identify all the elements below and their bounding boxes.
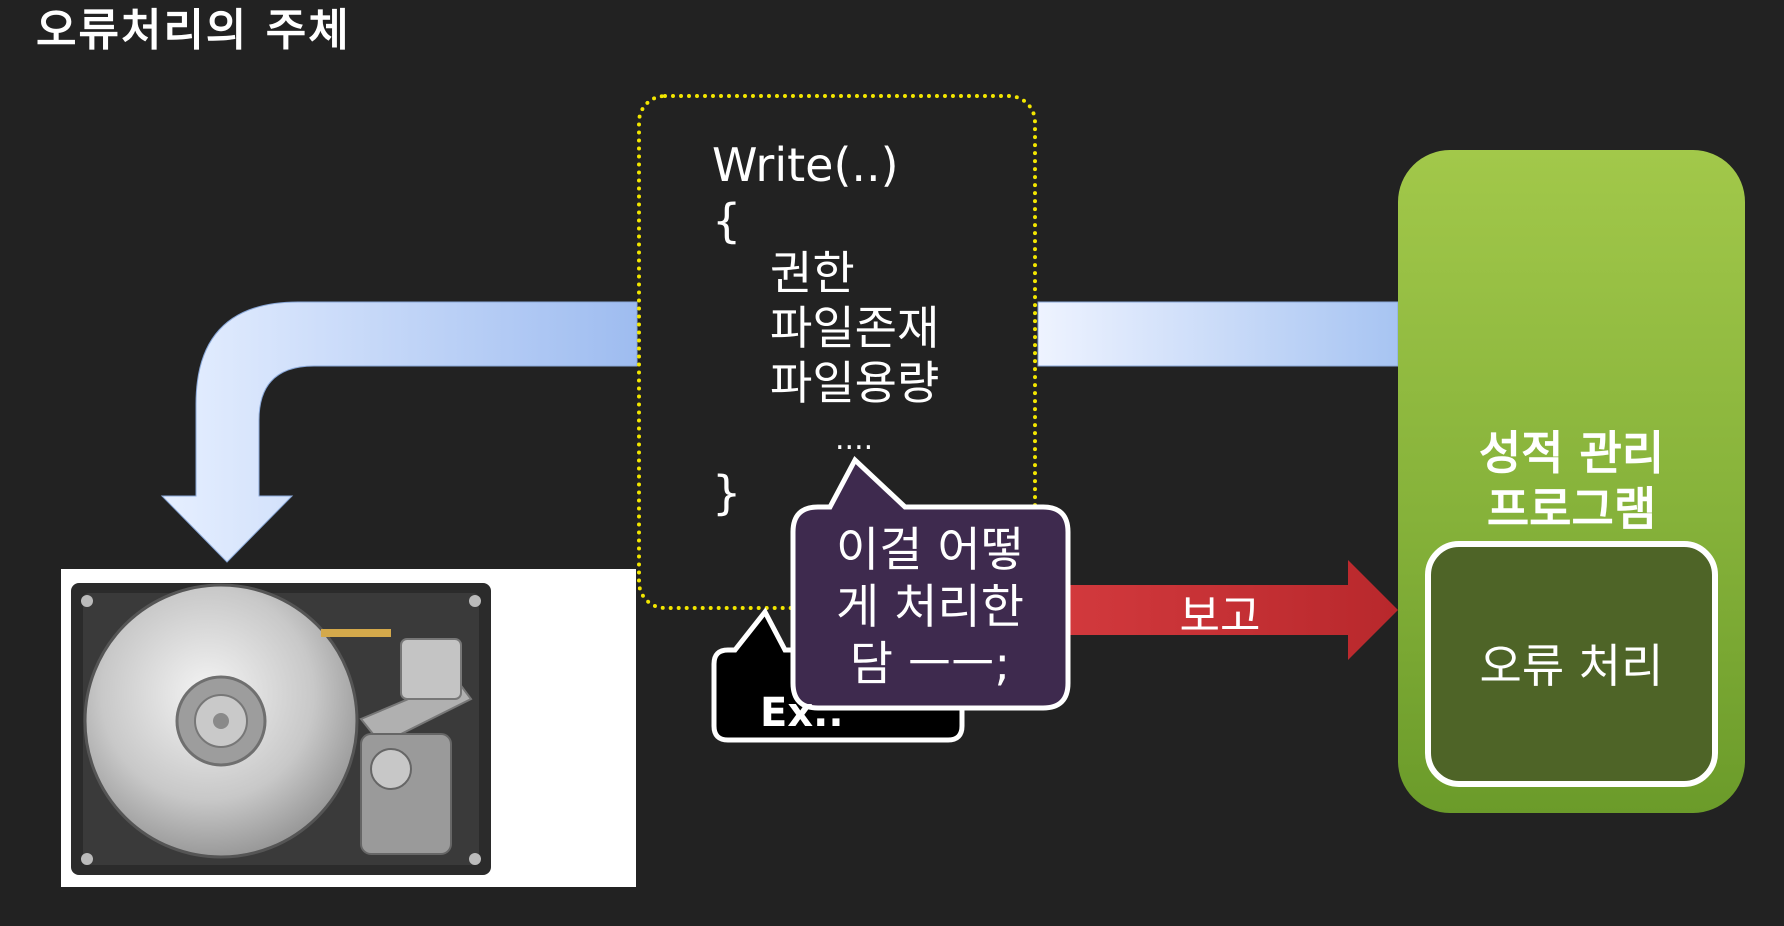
- report-arrow: [1066, 560, 1398, 660]
- speech-bubble-line2: 게 처리한: [836, 580, 1024, 635]
- program-title-line1: 성적 관리: [1478, 426, 1665, 480]
- speech-bubble-line1: 이걸 어떻: [836, 523, 1024, 578]
- code-check-file-size: 파일용량: [770, 356, 940, 410]
- speech-bubble-line3: 담 ㅡㅡ;: [849, 637, 1011, 692]
- code-open-brace: {: [712, 194, 742, 248]
- program-title-line2: 프로그램: [1486, 482, 1657, 536]
- question-speech-bubble: [790, 455, 1071, 711]
- hard-disk-image: [61, 569, 636, 887]
- exception-callout-text: Ex..: [760, 690, 844, 736]
- program-title: 성적 관리 프로그램: [1398, 425, 1745, 537]
- call-arrow-from-program: [1037, 301, 1399, 367]
- code-check-permission: 권한: [770, 246, 855, 300]
- code-ellipsis: ....: [835, 422, 874, 457]
- code-close-brace: }: [712, 466, 742, 520]
- error-handling-label: 오류 처리: [1479, 639, 1664, 693]
- report-arrow-label: 보고: [1179, 591, 1261, 642]
- error-handling-box: [1425, 541, 1718, 787]
- write-arrow-to-disk: [160, 301, 638, 563]
- code-check-file-exists: 파일존재: [770, 301, 940, 355]
- page-title: 오류처리의 주체: [36, 5, 351, 56]
- code-function-signature: Write(..): [712, 138, 899, 192]
- speech-bubble-text: 이걸 어떻 게 처리한 담 ㅡㅡ;: [795, 522, 1065, 693]
